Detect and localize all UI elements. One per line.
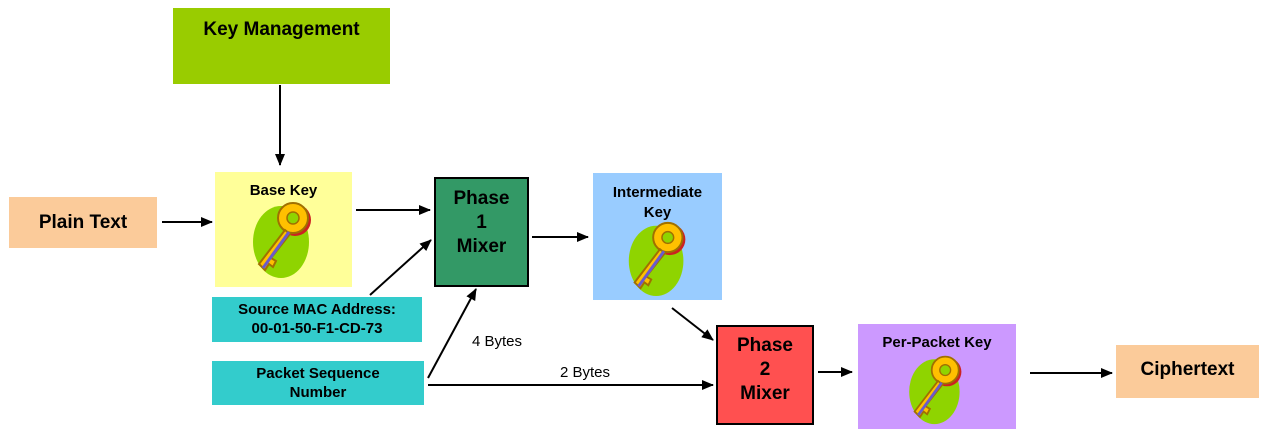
phase2-line1: Phase [737,335,793,356]
packet-sequence-line2: Number [289,384,347,401]
packet-sequence-line1: Packet Sequence [256,365,380,382]
phase1-line2: 1 [476,212,487,233]
key-icon [909,355,962,425]
four-bytes-label: 4 Bytes [472,333,523,350]
phase2-line2: 2 [759,359,771,380]
ciphertext-label: Ciphertext [1140,359,1235,380]
arrow-intermediate-to-phase2 [671,307,714,341]
key-management-box: Key Management [173,8,390,84]
arrow-mac-to-phase1 [369,239,432,296]
source-mac-value: 00-01-50-F1-CD-73 [251,320,383,337]
source-mac-title: Source MAC Address: [238,301,396,318]
phase2-line3: Mixer [740,383,790,404]
packet-sequence-box: Packet Sequence Number [212,361,424,405]
intermediate-key-line2: Key [643,204,672,221]
arrow-seq-to-phase1 [427,288,477,379]
source-mac-box: Source MAC Address: 00-01-50-F1-CD-73 [212,297,422,342]
key-management-label: Key Management [203,19,360,40]
phase1-mixer-box: Phase 1 Mixer [434,177,529,287]
per-packet-key-label: Per-Packet Key [882,334,992,351]
intermediate-key-line1: Intermediate [612,184,703,201]
phase2-mixer-box: Phase 2 Mixer [716,325,814,425]
phase1-line1: Phase [453,188,510,209]
phase1-line3: Mixer [456,236,507,257]
plain-text-box: Plain Text [9,197,157,248]
plain-text-label: Plain Text [38,212,128,233]
key-icon [253,202,311,278]
key-icon [628,221,686,297]
base-key-label: Base Key [249,182,318,199]
two-bytes-label: 2 Bytes [560,364,611,381]
ciphertext-box: Ciphertext [1116,345,1259,398]
